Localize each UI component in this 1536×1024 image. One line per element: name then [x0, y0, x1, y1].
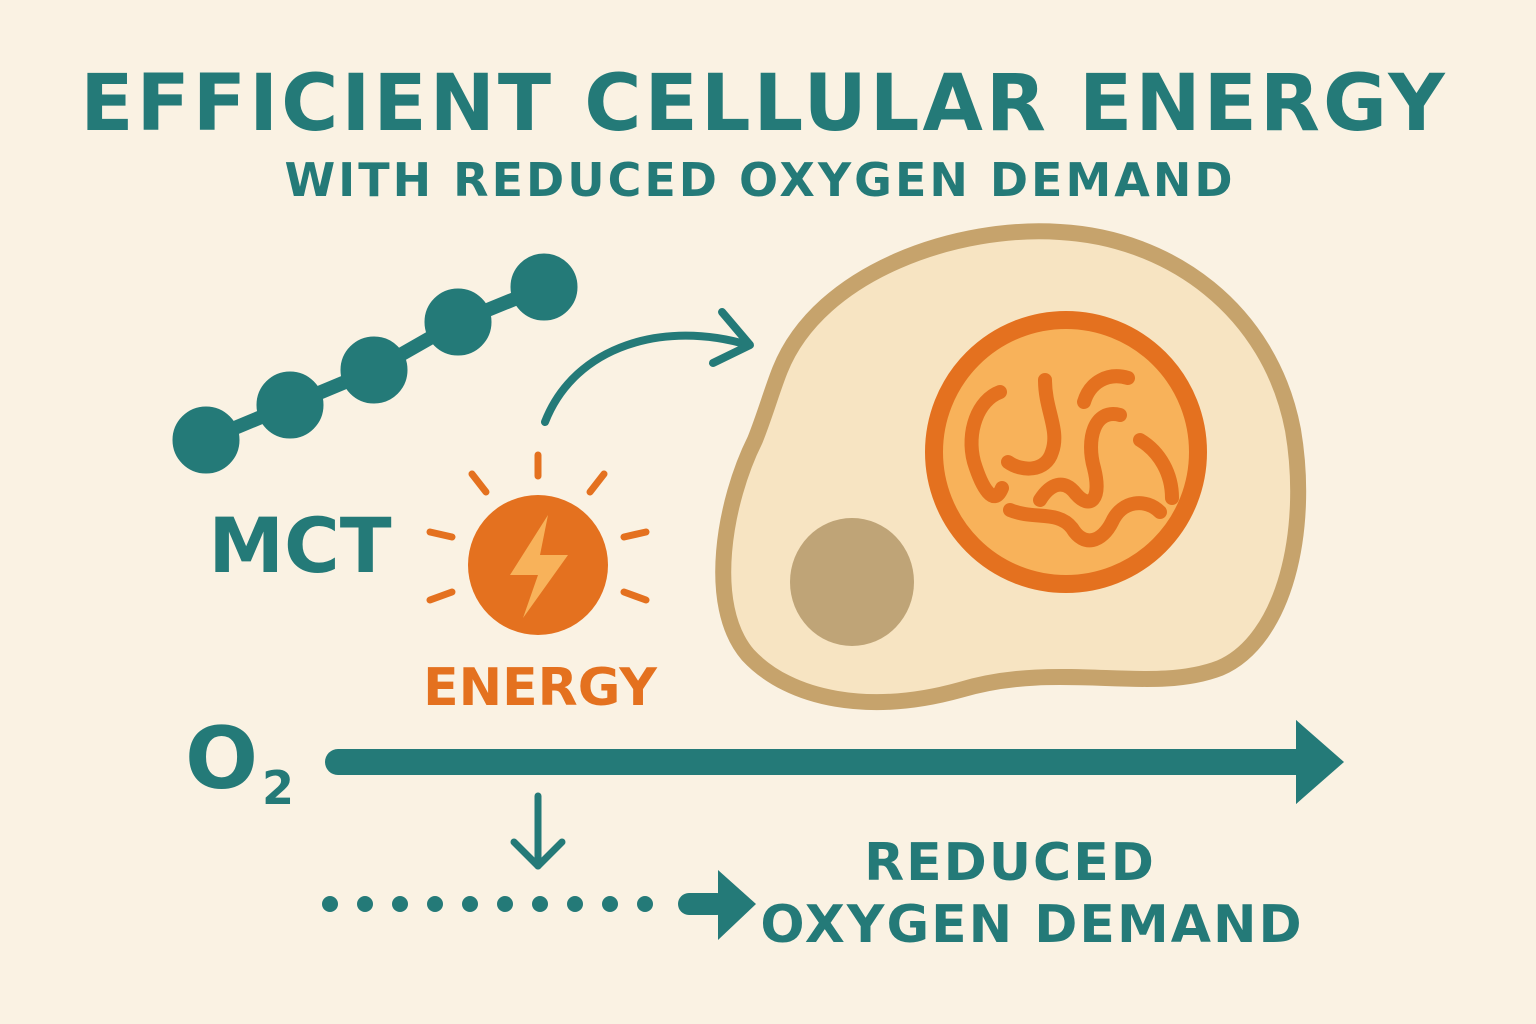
- page-title: EFFICIENT CELLULAR ENERGY: [80, 59, 1448, 149]
- curved-arrow-icon: [541, 308, 754, 426]
- down-arrow-icon: [510, 792, 566, 870]
- mct-chain-icon: [172, 253, 578, 474]
- mct-label: MCT: [208, 501, 391, 590]
- page-subtitle: WITH REDUCED OXYGEN DEMAND: [284, 153, 1235, 207]
- energy-label: ENERGY: [423, 658, 658, 718]
- result-label-line1: REDUCED: [864, 833, 1156, 893]
- dotted-arrow-icon: [322, 870, 756, 940]
- oxygen-label: O 2: [185, 709, 294, 815]
- mitochondrion-icon: [925, 311, 1207, 593]
- oxygen-subscript: 2: [262, 761, 294, 815]
- lightning-sun-icon: [426, 451, 650, 635]
- result-label-line2: OXYGEN DEMAND: [760, 895, 1303, 955]
- main-arrow-icon: [325, 720, 1344, 804]
- nucleus-icon: [790, 518, 914, 646]
- oxygen-symbol: O: [185, 709, 258, 809]
